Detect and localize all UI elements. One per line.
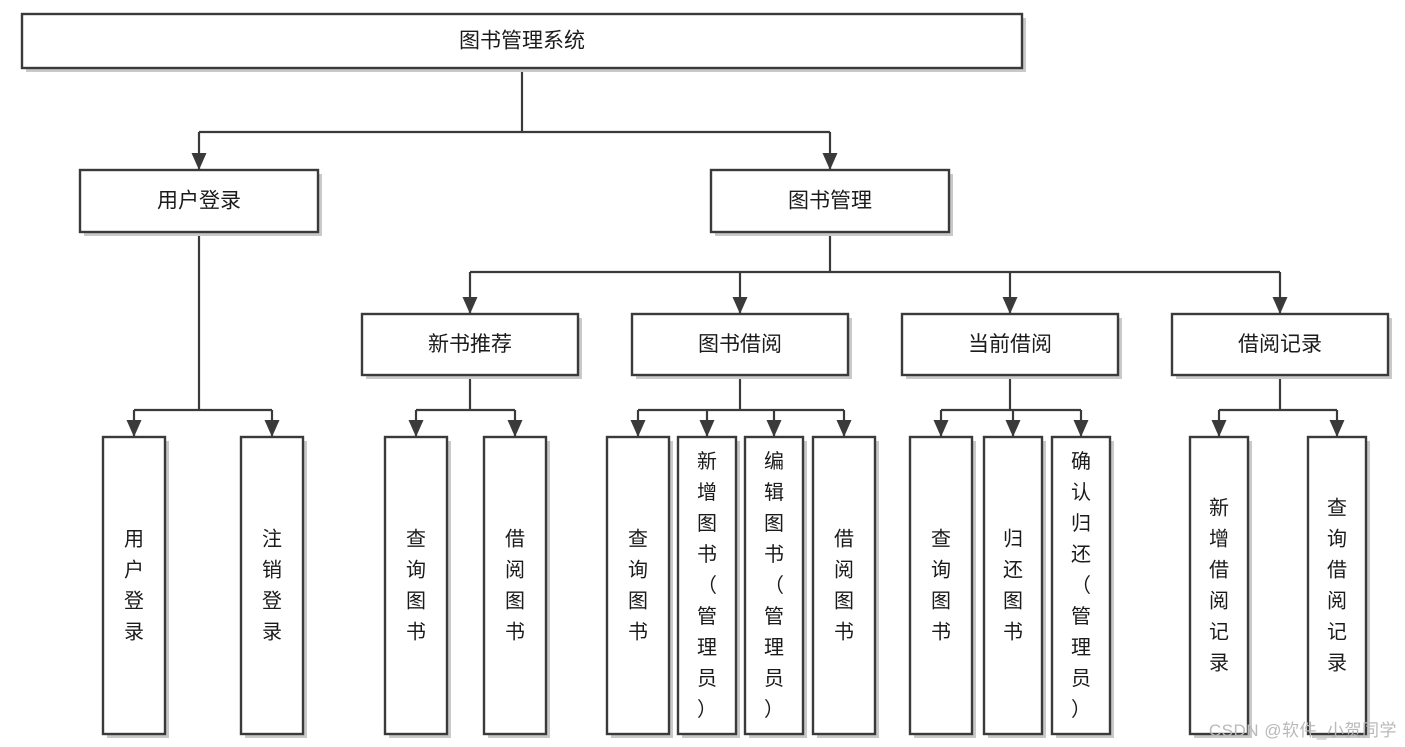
node-leaf-8[interactable]: 查询图书 (908, 435, 976, 738)
arrowhead-icon (822, 153, 838, 170)
node-leaf-5-rect[interactable] (676, 435, 738, 736)
node-leaf-0[interactable]: 用户登录 (101, 435, 169, 738)
node-leaf-6[interactable]: 编辑图书（管理员） (743, 435, 807, 738)
arrowhead-icon (1272, 297, 1288, 314)
node-leaf-5-label: 新增图书（管理员） (697, 450, 717, 721)
node-leaf-4-rect[interactable] (605, 435, 671, 736)
node-level2-1[interactable]: 图书管理 (709, 168, 953, 236)
node-level3-3-label: 借阅记录 (1238, 333, 1322, 356)
node-level2-1-rect[interactable] (709, 168, 951, 234)
node-level3-2-label: 当前借阅 (968, 333, 1052, 356)
node-leaf-9[interactable]: 归还图书 (982, 435, 1046, 738)
node-leaf-1-rect[interactable] (239, 435, 305, 736)
node-level3-2-rect[interactable] (900, 312, 1120, 377)
node-leaf-3-rect[interactable] (482, 435, 548, 736)
node-leaf-8-rect[interactable] (908, 435, 974, 736)
arrowhead-icon (191, 153, 207, 170)
arrowhead-icon (766, 420, 782, 437)
node-level3-1-rect[interactable] (630, 312, 850, 377)
arrowhead-icon (630, 420, 646, 437)
node-leaf-3-label: 借阅图书 (505, 528, 525, 644)
arrowhead-icon (1329, 420, 1345, 437)
node-level2-0-rect[interactable] (78, 168, 320, 234)
arrowhead-icon (1073, 420, 1089, 437)
arrowhead-icon (732, 297, 748, 314)
node-leaf-10[interactable]: 确认归还（管理员） (1050, 435, 1114, 738)
node-level3-1-label: 图书借阅 (698, 333, 782, 356)
node-level2-0-label: 用户登录 (157, 190, 241, 213)
node-leaf-0-rect[interactable] (101, 435, 167, 736)
node-leaf-2-label: 查询图书 (406, 528, 426, 644)
node-level3-0-rect[interactable] (360, 312, 580, 377)
node-leaf-12-rect[interactable] (1306, 435, 1368, 736)
node-root-rect[interactable] (20, 12, 1024, 70)
node-leaf-10-rect[interactable] (1050, 435, 1112, 736)
node-leaf-4-label: 查询图书 (628, 528, 648, 644)
node-leaf-7-rect[interactable] (811, 435, 877, 736)
node-leaf-8-label: 查询图书 (931, 528, 951, 644)
arrowhead-icon (462, 297, 478, 314)
node-root-label: 图书管理系统 (459, 30, 585, 53)
arrowhead-icon (507, 420, 523, 437)
node-leaf-2[interactable]: 查询图书 (383, 435, 451, 738)
node-level3-3[interactable]: 借阅记录 (1170, 312, 1392, 379)
node-leaf-2-rect[interactable] (383, 435, 449, 736)
arrowhead-icon (933, 420, 949, 437)
node-leaf-10-label: 确认归还（管理员） (1071, 450, 1091, 721)
node-level3-2[interactable]: 当前借阅 (900, 312, 1122, 379)
node-leaf-11[interactable]: 新增借阅记录 (1188, 435, 1252, 738)
node-level3-0-label: 新书推荐 (428, 333, 512, 356)
node-leaf-11-label: 新增借阅记录 (1209, 497, 1229, 675)
arrowhead-icon (1005, 420, 1021, 437)
node-level3-0[interactable]: 新书推荐 (360, 312, 582, 379)
arrowhead-icon (836, 420, 852, 437)
node-leaf-1[interactable]: 注销登录 (239, 435, 307, 738)
node-level2-0[interactable]: 用户登录 (78, 168, 322, 236)
node-leaf-12-label: 查询借阅记录 (1327, 497, 1347, 675)
node-leaf-6-label: 编辑图书（管理员） (764, 450, 784, 721)
arrowhead-icon (126, 420, 142, 437)
arrowhead-icon (264, 420, 280, 437)
csdn-watermark: CSDN @软件_小贺同学 (1208, 721, 1397, 740)
node-leaf-1-label: 注销登录 (262, 528, 282, 644)
node-leaf-7-label: 借阅图书 (834, 528, 854, 644)
arrowhead-icon (408, 420, 424, 437)
node-leaf-9-rect[interactable] (982, 435, 1044, 736)
node-level3-3-rect[interactable] (1170, 312, 1390, 377)
node-level3-1[interactable]: 图书借阅 (630, 312, 852, 379)
node-leaf-6-rect[interactable] (743, 435, 805, 736)
node-leaf-4[interactable]: 查询图书 (605, 435, 673, 738)
node-level2-1-label: 图书管理 (788, 190, 872, 213)
node-leaf-3[interactable]: 借阅图书 (482, 435, 550, 738)
arrowhead-icon (1211, 420, 1227, 437)
connector-layer (126, 68, 1345, 437)
arrowhead-icon (699, 420, 715, 437)
node-leaf-11-rect[interactable] (1188, 435, 1250, 736)
node-layer: 图书管理系统用户登录图书管理新书推荐图书借阅当前借阅借阅记录用户登录注销登录查询… (20, 12, 1392, 738)
node-leaf-5[interactable]: 新增图书（管理员） (676, 435, 740, 738)
node-root[interactable]: 图书管理系统 (20, 12, 1026, 72)
arrowhead-icon (1002, 297, 1018, 314)
node-leaf-9-label: 归还图书 (1003, 528, 1023, 644)
node-leaf-7[interactable]: 借阅图书 (811, 435, 879, 738)
node-leaf-12[interactable]: 查询借阅记录 (1306, 435, 1370, 738)
node-leaf-0-label: 用户登录 (124, 529, 144, 644)
